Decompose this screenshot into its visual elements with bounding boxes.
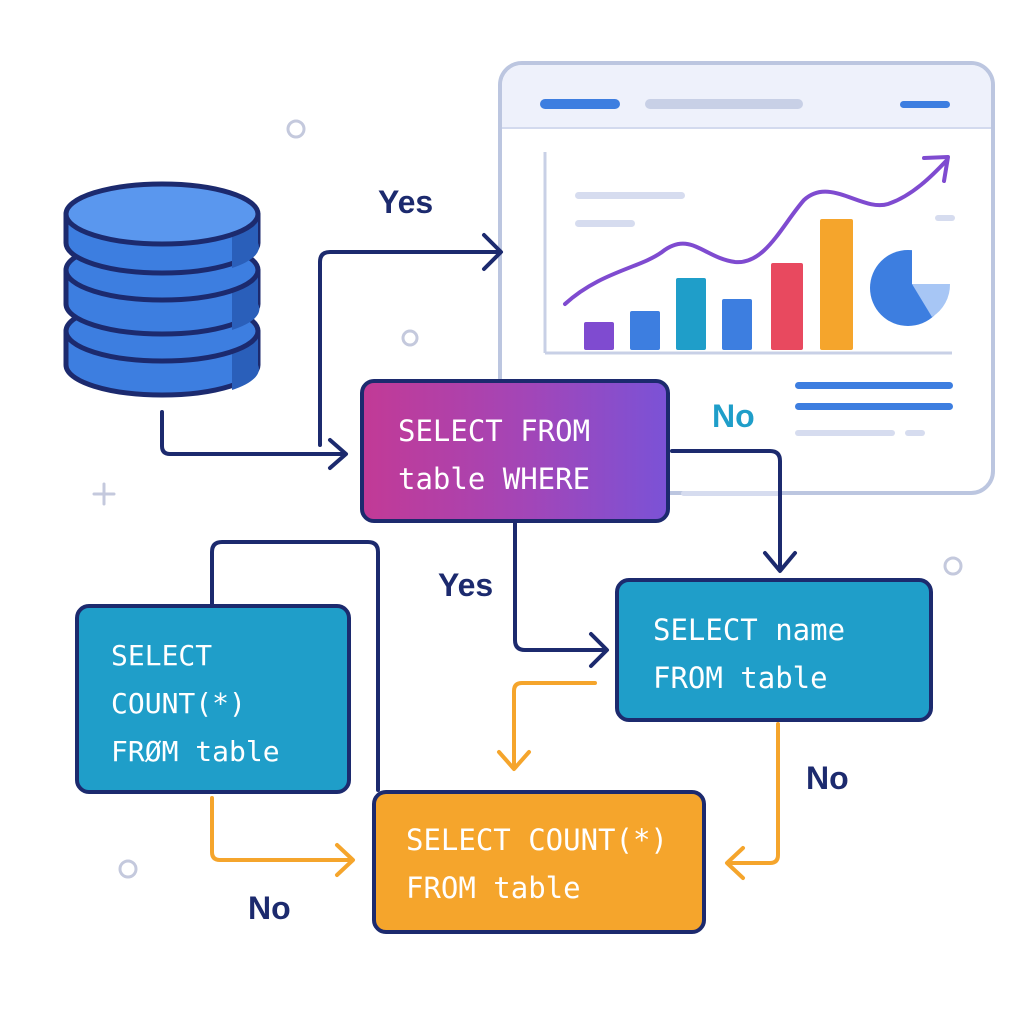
decor-dot bbox=[943, 556, 963, 576]
edge-label-yes: Yes bbox=[378, 184, 434, 220]
edge-label-no: No bbox=[806, 760, 849, 796]
decor-dot bbox=[118, 859, 138, 879]
edge-loop-left bbox=[210, 540, 380, 792]
database-icon bbox=[63, 181, 261, 398]
arrowhead bbox=[482, 233, 503, 271]
edge-left-to-bottom bbox=[210, 796, 354, 862]
edge-yes-to-name bbox=[513, 521, 608, 652]
node-text: COUNT(*) bbox=[111, 687, 246, 720]
arrowhead bbox=[725, 846, 745, 880]
bar-chart-icon bbox=[584, 219, 853, 350]
edge-no-right-to-bottom bbox=[726, 722, 780, 865]
connector-layer bbox=[160, 233, 797, 880]
node-text: FROM table bbox=[653, 661, 828, 695]
edge-no-to-name bbox=[670, 449, 782, 572]
arrowhead bbox=[497, 750, 531, 771]
decor-plus bbox=[92, 482, 116, 506]
decor-dot bbox=[286, 119, 306, 139]
decor-dot bbox=[401, 329, 419, 347]
node-text: FROM table bbox=[406, 871, 581, 905]
arrowhead bbox=[763, 551, 797, 573]
edge-label-yes: Yes bbox=[438, 567, 494, 603]
pie-chart-icon bbox=[870, 243, 951, 326]
edge-db-to-where bbox=[160, 410, 347, 456]
edge-label-no: No bbox=[712, 398, 755, 434]
node-text: SELECT COUNT(*) bbox=[406, 823, 668, 857]
node-text: SELECT name bbox=[653, 613, 846, 647]
node-text: FRØM table bbox=[111, 735, 280, 768]
node-select-where: SELECT FROM table WHERE bbox=[360, 379, 670, 523]
node-text: table WHERE bbox=[398, 462, 591, 496]
node-text: SELECT bbox=[111, 639, 213, 672]
node-select-count-left: SELECT COUNT(*) FRØM table bbox=[75, 604, 351, 794]
node-select-name: SELECT name FROM table bbox=[615, 578, 933, 722]
edge-label-no: No bbox=[248, 890, 291, 926]
edge-name-to-bottom bbox=[512, 681, 597, 770]
node-text: SELECT FROM bbox=[398, 414, 591, 448]
line-chart-icon bbox=[563, 155, 950, 306]
arrowhead bbox=[589, 632, 609, 668]
arrowhead bbox=[328, 438, 348, 470]
arrowhead bbox=[335, 843, 355, 877]
edge-yes-to-dashboard bbox=[318, 250, 502, 447]
node-select-count-bottom: SELECT COUNT(*) FROM table bbox=[372, 790, 706, 934]
